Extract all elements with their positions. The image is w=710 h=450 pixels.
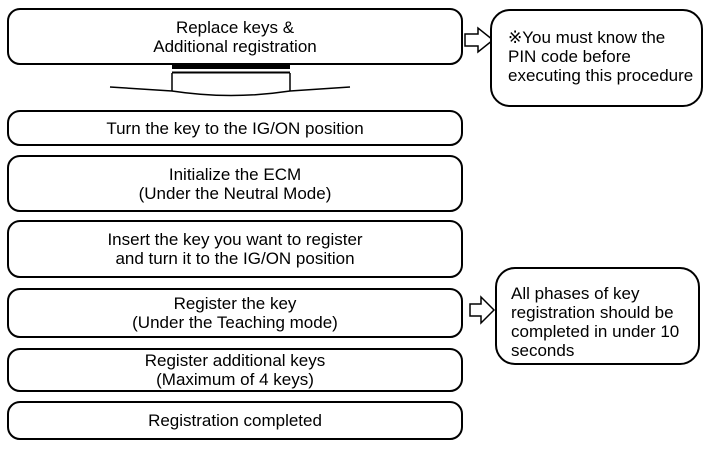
note-line: ※You must know the: [508, 28, 666, 47]
note-line: executing this procedure: [508, 66, 694, 85]
block-arrow-right-icon: [464, 26, 495, 54]
step-label: Insert the key you want to register: [107, 230, 363, 249]
note-registration-timing: All phases of key registration should be…: [495, 267, 700, 365]
note-line: All phases of key: [511, 284, 640, 303]
step-label: Register additional keys: [144, 351, 326, 370]
flow-step-register-additional-keys: Register additional keys (Maximum of 4 k…: [7, 348, 463, 392]
step-label: (Under the Neutral Mode): [138, 183, 332, 203]
step-label: (Maximum of 4 keys): [156, 370, 314, 389]
flow-step-register-key: Register the key (Under the Teaching mod…: [7, 288, 463, 338]
block-arrow-right-icon: [469, 295, 496, 325]
key-connector-icon: [109, 65, 351, 97]
flow-step-turn-key-ig-on: Turn the key to the IG/ON position: [7, 110, 463, 146]
step-label: Additional registration: [153, 36, 317, 56]
step-label: Initialize the ECM: [168, 164, 302, 184]
step-label: Turn the key to the IG/ON position: [106, 118, 364, 138]
note-line: registration should be: [511, 303, 674, 322]
flow-step-registration-completed: Registration completed: [7, 401, 463, 440]
step-label: Replace keys &: [175, 17, 295, 37]
flow-step-replace-keys: Replace keys & Additional registration: [7, 8, 463, 65]
note-line: seconds: [511, 341, 575, 360]
note-line: completed in under 10: [511, 322, 680, 341]
step-label: Registration completed: [148, 411, 322, 430]
step-label: (Under the Teaching mode): [132, 313, 338, 332]
flow-step-insert-key: Insert the key you want to register and …: [7, 220, 463, 278]
step-label: and turn it to the IG/ON position: [115, 249, 355, 268]
step-label: Register the key: [173, 294, 297, 313]
note-pin-code: ※You must know the PIN code before execu…: [490, 9, 703, 107]
flow-step-initialize-ecm: Initialize the ECM (Under the Neutral Mo…: [7, 155, 463, 212]
note-line: PIN code before: [508, 47, 631, 66]
